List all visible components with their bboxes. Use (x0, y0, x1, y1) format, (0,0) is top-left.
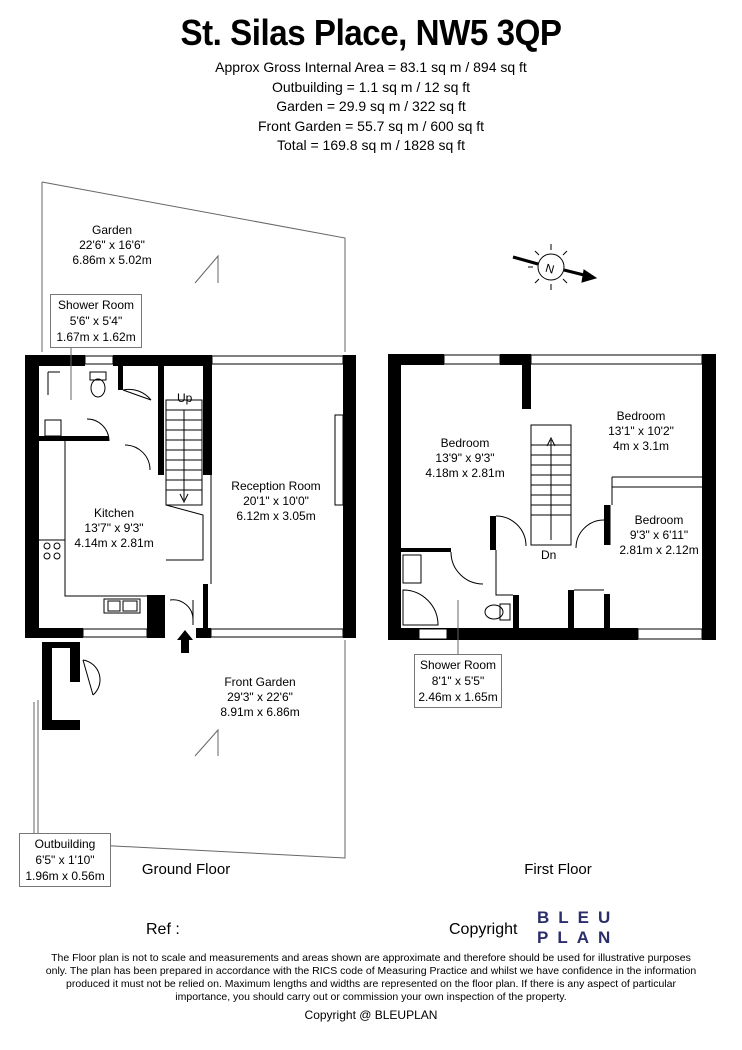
callout-shower-room-ground: Shower Room 5'6" x 5'4" 1.67m x 1.62m (50, 294, 142, 348)
ground-floor-walls (25, 355, 356, 730)
svg-text:2.81m x 2.12m: 2.81m x 2.12m (619, 543, 698, 557)
compass-rose (512, 244, 598, 290)
room-label-garden: Garden 22'6" x 16'6" 6.86m x 5.02m (72, 223, 151, 267)
svg-text:8.91m x 6.86m: 8.91m x 6.86m (220, 705, 299, 719)
room-label-front-garden: Front Garden 29'3" x 22'6" 8.91m x 6.86m (220, 675, 299, 719)
copyright-footer: Copyright @ BLEUPLAN (304, 1008, 438, 1022)
area-line-front-garden: Front Garden = 55.7 sq m / 600 sq ft (257, 117, 485, 134)
first-floor-windows (418, 354, 703, 640)
area-line-garden: Garden = 29.9 sq m / 322 sq ft (276, 98, 466, 114)
area-line-total: Total = 169.8 sq m / 1828 sq ft (277, 137, 465, 153)
svg-text:13'7" x 9'3": 13'7" x 9'3" (84, 521, 143, 535)
room-label-kitchen: Kitchen 13'7" x 9'3" 4.14m x 2.81m (74, 506, 153, 550)
svg-text:Garden: Garden (92, 223, 132, 237)
page-title: St. Silas Place, NW5 3QP (180, 12, 562, 53)
callout-shower-room-first: Shower Room 8'1" x 5'5" 2.46m x 1.65m (414, 654, 502, 708)
svg-text:22'6" x 16'6": 22'6" x 16'6" (79, 238, 145, 252)
room-label-bedroom-1: Bedroom 13'9" x 9'3" 4.18m x 2.81m (425, 436, 504, 480)
copyright-label: Copyright (449, 921, 518, 938)
svg-text:29'3" x 22'6": 29'3" x 22'6" (227, 690, 293, 704)
compass-letter: N (544, 261, 556, 277)
svg-text:13'1" x 10'2": 13'1" x 10'2" (608, 424, 674, 438)
svg-text:Bedroom: Bedroom (441, 436, 490, 450)
area-line-gross: Approx Gross Internal Area = 83.1 sq m /… (215, 59, 527, 75)
disclaimer-text: The Floor plan is not to scale and measu… (45, 952, 697, 1003)
svg-text:20'1" x 10'0": 20'1" x 10'0" (243, 494, 309, 508)
svg-text:6.12m x 3.05m: 6.12m x 3.05m (236, 509, 315, 523)
callout-outbuilding: Outbuilding 6'5" x 1'10" 1.96m x 0.56m (19, 833, 111, 887)
ground-floor-windows (82, 355, 344, 638)
ground-floor-interior (39, 371, 212, 696)
stairs-up-label: Up (177, 391, 193, 405)
svg-text:4.18m x 2.81m: 4.18m x 2.81m (425, 466, 504, 480)
room-label-reception: Reception Room 20'1" x 10'0" 6.12m x 3.0… (231, 479, 320, 523)
area-line-outbuilding: Outbuilding = 1.1 sq m / 12 sq ft (271, 78, 471, 95)
first-floor-label: First Floor (524, 861, 592, 878)
svg-text:13'9" x 9'3": 13'9" x 9'3" (435, 451, 494, 465)
first-floor-interior (402, 424, 702, 626)
svg-text:Bedroom: Bedroom (635, 513, 684, 527)
ground-floor-label: Ground Floor (142, 861, 230, 878)
svg-text:6.86m x 5.02m: 6.86m x 5.02m (72, 253, 151, 267)
svg-text:Bedroom: Bedroom (617, 409, 666, 423)
first-floor-walls (388, 354, 716, 640)
svg-text:4.14m x 2.81m: 4.14m x 2.81m (74, 536, 153, 550)
svg-text:9'3" x 6'11": 9'3" x 6'11" (630, 528, 688, 542)
callout-leaders (33, 344, 459, 838)
room-label-bedroom-2: Bedroom 13'1" x 10'2" 4m x 3.1m (608, 409, 674, 453)
svg-text:4m x 3.1m: 4m x 3.1m (613, 439, 669, 453)
svg-text:Kitchen: Kitchen (94, 506, 134, 520)
area-summary: Approx Gross Internal Area = 83.1 sq m /… (0, 58, 742, 156)
svg-text:Reception Room: Reception Room (231, 479, 320, 493)
stairs-down-label: Dn (541, 548, 556, 562)
room-label-bedroom-3: Bedroom 9'3" x 6'11" 2.81m x 2.12m (619, 513, 698, 557)
svg-text:Front Garden: Front Garden (224, 675, 295, 689)
ref-label: Ref : (146, 921, 180, 938)
bleuplan-logo: BLEU PLAN (537, 908, 620, 947)
